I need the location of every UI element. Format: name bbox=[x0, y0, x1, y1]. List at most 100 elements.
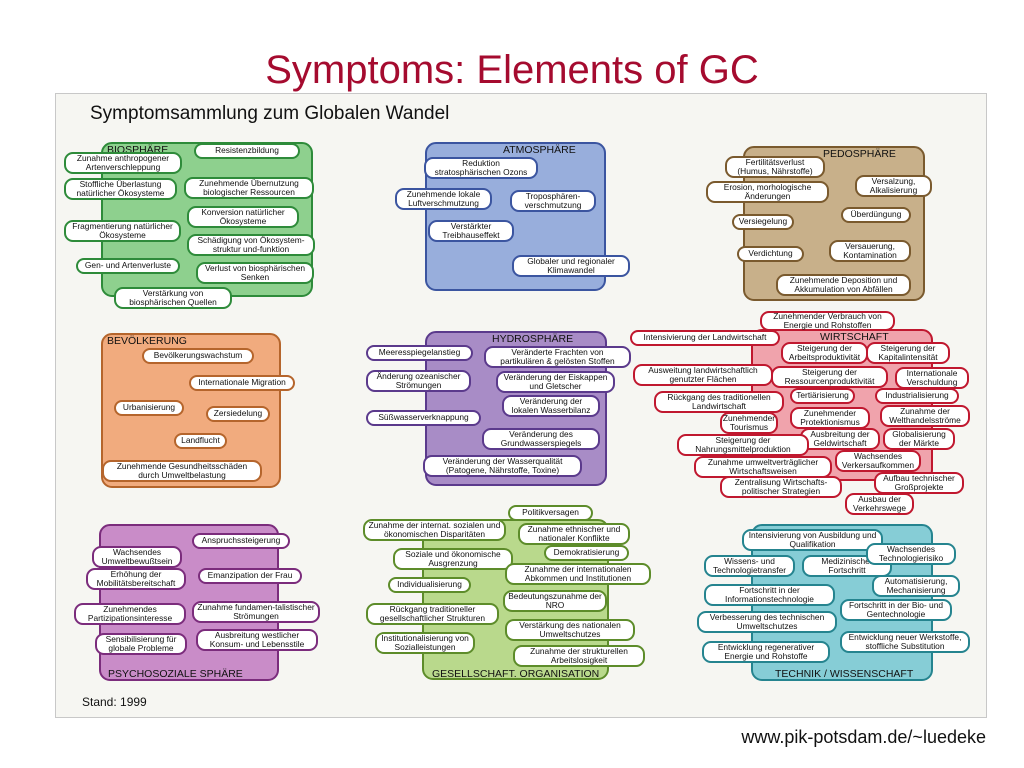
symptom-gesellschaft-7: Bedeutungszunahme der NRO bbox=[503, 590, 607, 612]
symptom-pedosphaere-0: Fertilitätsverlust (Humus, Nährstoffe) bbox=[725, 156, 825, 178]
symptom-gesellschaft-3: Soziale und ökonomische Ausgrenzung bbox=[393, 548, 513, 570]
symptom-biosphaere-8: Verlust von biosphärischen Senken bbox=[196, 262, 314, 284]
section-box-atmosphaere bbox=[425, 142, 606, 291]
symptom-technik-7: Verbesserung des technischen Umweltschut… bbox=[697, 611, 837, 633]
section-box-bevoelkerung bbox=[101, 333, 281, 488]
symptom-gesellschaft-0: Politikversagen bbox=[508, 505, 593, 521]
symptom-atmosphaere-2: Troposphären-verschmutzung bbox=[510, 190, 596, 212]
symptom-bevoelkerung-3: Zersiedelung bbox=[206, 406, 270, 422]
symptom-technik-6: Fortschritt in der Bio- und Gentechnolog… bbox=[840, 599, 952, 621]
symptom-technik-3: Wachsendes Technologierisiko bbox=[866, 543, 956, 565]
symptom-technik-1: Wissens- und Technologietransfer bbox=[704, 555, 795, 577]
symptom-hydrosphaere-4: Veränderung der lokalen Wasserbilanz bbox=[502, 395, 600, 417]
section-label-gesellschaft: GESELLSCHAFT. ORGANISATION bbox=[432, 668, 600, 680]
symptom-psychosozial-0: Anspruchssteigerung bbox=[192, 533, 290, 549]
symptom-biosphaere-7: Gen- und Artenverluste bbox=[76, 258, 180, 274]
section-label-technik: TECHNIK / WISSENSCHAFT bbox=[775, 668, 914, 680]
symptom-wirtschaft-15: Steigerung der Nahrungsmittelproduktion bbox=[677, 434, 809, 456]
symptom-hydrosphaere-5: Süßwasserverknappung bbox=[366, 410, 481, 426]
symptom-bevoelkerung-1: Internationale Migration bbox=[189, 375, 295, 391]
status-text: Stand: 1999 bbox=[82, 695, 147, 709]
symptom-hydrosphaere-2: Änderung ozeanischer Strömungen bbox=[366, 370, 471, 392]
section-label-hydrosphaere: HYDROSPHÄRE bbox=[492, 333, 574, 345]
symptom-hydrosphaere-3: Veränderung der Eiskappen und Gletscher bbox=[496, 371, 615, 393]
section-label-wirtschaft: WIRTSCHAFT bbox=[820, 331, 889, 343]
symptom-biosphaere-6: Schädigung von Ökosystem-struktur und-fu… bbox=[187, 234, 315, 256]
section-label-bevoelkerung: BEVÖLKERUNG bbox=[107, 335, 187, 347]
symptom-wirtschaft-2: Steigerung der Arbeitsproduktivität bbox=[781, 342, 868, 364]
symptom-gesellschaft-8: Rückgang traditioneller gesellschaftlich… bbox=[366, 603, 499, 625]
symptom-biosphaere-2: Stoffliche Überlastung natürlicher Ökosy… bbox=[64, 178, 177, 200]
symptom-wirtschaft-16: Zunahme umweltverträglicher Wirtschaftsw… bbox=[694, 456, 832, 478]
symptom-gesellschaft-1: Zunahme der internat. sozialen und ökono… bbox=[363, 519, 506, 541]
symptom-wirtschaft-6: Internationale Verschuldung bbox=[895, 367, 969, 389]
symptom-hydrosphaere-7: Veränderung der Wasserqualität (Patogene… bbox=[423, 455, 582, 477]
symptom-wirtschaft-1: Intensivierung der Landwirtschaft bbox=[630, 330, 780, 346]
symptom-pedosphaere-4: Überdüngung bbox=[841, 207, 911, 223]
symptom-gesellschaft-5: Zunahme der internationalen Abkommen und… bbox=[505, 563, 651, 585]
symptom-atmosphaere-4: Globaler und regionaler Klimawandel bbox=[512, 255, 630, 277]
symptom-gesellschaft-4: Demokratisierung bbox=[544, 545, 629, 561]
symptom-wirtschaft-17: Wachsendes Verkersaufkommen bbox=[835, 450, 921, 472]
symptom-hydrosphaere-0: Meeresspiegelanstieg bbox=[366, 345, 473, 361]
symptom-wirtschaft-11: Zunehmender Protektionismus bbox=[790, 407, 870, 429]
symptom-wirtschaft-14: Globalisierung der Märkte bbox=[883, 428, 955, 450]
symptom-psychosozial-4: Zunehmendes Partizipationsinteresse bbox=[74, 603, 186, 625]
symptom-biosphaere-5: Fragmentierung natürlicher Ökosysteme bbox=[64, 220, 181, 242]
symptom-wirtschaft-0: Zunehmender Verbrauch von Energie und Ro… bbox=[760, 311, 895, 331]
symptom-bevoelkerung-2: Urbanisierung bbox=[114, 400, 184, 416]
slide-title: Symptoms: Elements of GC bbox=[265, 48, 759, 92]
symptom-gesellschaft-10: Institutionalisierung von Sozialleistung… bbox=[375, 632, 475, 654]
symptom-biosphaere-4: Konversion natürlicher Ökosysteme bbox=[187, 206, 299, 228]
symptom-wirtschaft-13: Ausbreitung der Geldwirtschaft bbox=[800, 428, 880, 450]
symptom-pedosphaere-2: Erosion, morhologische Änderungen bbox=[706, 181, 829, 203]
symptom-biosphaere-0: Zunahme anthropogener Artenverschleppung bbox=[64, 152, 182, 174]
symptom-biosphaere-1: Resistenzbildung bbox=[194, 143, 300, 159]
symptom-atmosphaere-3: Verstärkter Treibhauseffekt bbox=[428, 220, 514, 242]
symptom-gesellschaft-11: Zunahme der strukturellen Arbeitslosigke… bbox=[513, 645, 645, 667]
symptom-wirtschaft-4: Ausweitung landwirtschaftlich genutzter … bbox=[633, 364, 773, 386]
symptom-wirtschaft-18: Zentralisung Wirtschafts-politischer Str… bbox=[720, 476, 842, 498]
symptom-wirtschaft-5: Steigerung der Ressourcenproduktivität bbox=[771, 366, 888, 388]
symptom-gesellschaft-2: Zunahme ethnischer und nationaler Konfli… bbox=[518, 523, 630, 545]
symptom-technik-0: Intensivierung von Ausbildung und Qualif… bbox=[742, 529, 883, 551]
symptom-atmosphaere-0: Reduktion stratosphärischen Ozons bbox=[424, 157, 538, 179]
symptom-psychosozial-1: Wachsendes Umweltbewußtsein bbox=[92, 546, 182, 568]
symptom-pedosphaere-6: Versauerung, Kontamination bbox=[829, 240, 911, 262]
symptom-gesellschaft-6: Individualisierung bbox=[388, 577, 471, 593]
symptom-wirtschaft-10: Zunehmender Tourismus bbox=[720, 412, 778, 434]
symptom-pedosphaere-3: Versiegelung bbox=[732, 214, 794, 230]
symptom-wirtschaft-19: Aufbau technischer Großprojekte bbox=[874, 472, 964, 494]
symptom-wirtschaft-20: Ausbau der Verkehrswege bbox=[845, 493, 914, 515]
symptom-wirtschaft-12: Zunahme der Welthandelsströme bbox=[880, 405, 970, 427]
section-label-atmosphaere: ATMOSPHÄRE bbox=[503, 144, 576, 156]
symptom-technik-8: Entwicklung neuer Werkstoffe, stoffliche… bbox=[840, 631, 970, 653]
symptom-pedosphaere-1: Versalzung, Alkalisierung bbox=[855, 175, 932, 197]
symptom-psychosozial-3: Emanzipation der Frau bbox=[198, 568, 302, 584]
symptom-wirtschaft-3: Steigerung der Kapitalintensität bbox=[866, 342, 950, 364]
symptom-gesellschaft-9: Verstärkung des nationalen Umweltschutze… bbox=[505, 619, 635, 641]
symptom-psychosozial-6: Sensibilisierung für globale Probleme bbox=[95, 633, 187, 655]
symptom-bevoelkerung-0: Bevölkerungswachstum bbox=[142, 348, 254, 364]
symptom-wirtschaft-7: Rückgang des traditionellen Landwirtscha… bbox=[654, 391, 784, 413]
symptom-technik-4: Automatisierung, Mechanisierung bbox=[872, 575, 960, 597]
symptom-bevoelkerung-4: Landflucht bbox=[174, 433, 227, 449]
symptom-bevoelkerung-5: Zunehmende Gesundheitsschäden durch Umwe… bbox=[102, 460, 262, 482]
symptom-pedosphaere-5: Verdichtung bbox=[737, 246, 804, 262]
symptom-pedosphaere-7: Zunehmende Deposition und Akkumulation v… bbox=[776, 274, 911, 296]
symptom-psychosozial-7: Ausbreitung westlicher Konsum- und Leben… bbox=[196, 629, 318, 651]
symptom-wirtschaft-8: Tertiärisierung bbox=[790, 388, 855, 404]
symptom-psychosozial-2: Erhöhung der Mobilitätsbereitschaft bbox=[86, 568, 186, 590]
section-label-psychosozial: PSYCHOSOZIALE SPHÄRE bbox=[108, 668, 243, 680]
symptom-biosphaere-9: Verstärkung von biosphärischen Quellen bbox=[114, 287, 232, 309]
symptom-psychosozial-5: Zunahme fundamen-talistischer Strömungen bbox=[192, 601, 320, 623]
symptom-wirtschaft-9: Industrialisierung bbox=[875, 388, 959, 404]
symptom-biosphaere-3: Zunehmende Übernutzung biologischer Ress… bbox=[184, 177, 314, 199]
diagram-heading: Symptomsammlung zum Globalen Wandel bbox=[90, 103, 450, 124]
symptom-technik-9: Entwicklung regenerativer Energie und Ro… bbox=[702, 641, 830, 663]
source-url: www.pik-potsdam.de/~luedeke bbox=[741, 727, 986, 747]
symptom-atmosphaere-1: Zunehmende lokale Luftverschmutzung bbox=[395, 188, 492, 210]
symptom-technik-5: Fortschritt in der Informationstechnolog… bbox=[704, 584, 835, 606]
section-label-pedosphaere: PEDOSPHÄRE bbox=[823, 148, 896, 160]
symptom-hydrosphaere-6: Veränderung des Grundwasserspiegels bbox=[482, 428, 600, 450]
